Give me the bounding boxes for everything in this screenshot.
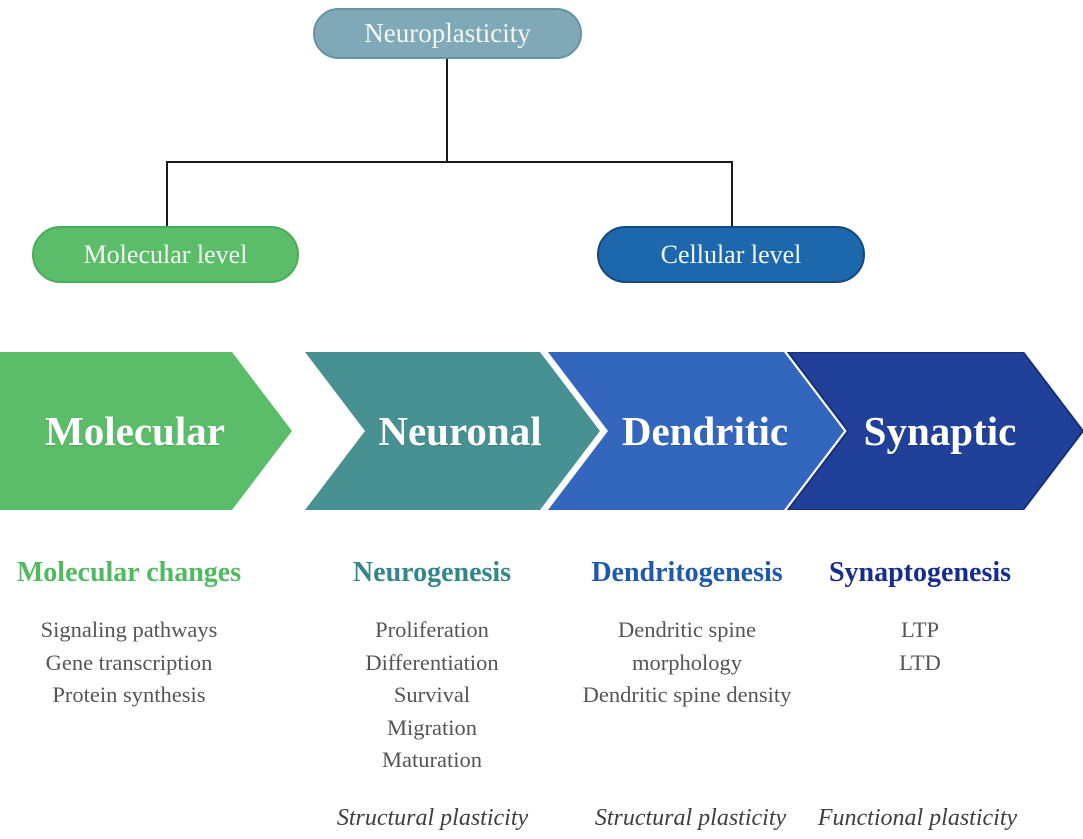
column-items: Signaling pathways Gene transcription Pr… — [0, 614, 258, 712]
column-heading: Synaptogenesis — [828, 557, 1012, 588]
column-dendritogenesis: Dendritogenesis Dendritic spine morpholo… — [565, 556, 809, 712]
process-arrow-band — [0, 352, 1083, 510]
column-heading: Molecular changes — [16, 557, 242, 588]
connector-root-vertical — [446, 59, 448, 163]
node-cellular-level-label: Cellular level — [660, 239, 802, 269]
column-items: Proliferation Differentiation Survival M… — [308, 614, 556, 777]
arrow-shape-synaptic — [786, 352, 1083, 510]
footer-structural-plasticity-neuronal: Structural plasticity — [336, 805, 529, 831]
node-neuroplasticity: Neuroplasticity — [313, 8, 582, 59]
list-item: Dendritic spine density — [582, 682, 792, 707]
list-item: Migration — [387, 714, 477, 740]
arrow-shape-neuronal — [305, 352, 600, 510]
list-item: Survival — [393, 682, 471, 707]
connector-left-vertical — [166, 161, 168, 227]
column-synaptogenesis: Synaptogenesis LTP LTD — [800, 556, 1040, 679]
list-item: Maturation — [382, 747, 482, 772]
list-item: Signaling pathways — [40, 617, 218, 642]
node-neuroplasticity-label: Neuroplasticity — [364, 18, 531, 48]
connector-right-vertical — [731, 161, 733, 227]
footer-structural-plasticity-dendritic: Structural plasticity — [594, 805, 787, 831]
list-item: Dendritic spine morphology — [617, 617, 757, 675]
list-item: LTP — [901, 617, 939, 642]
list-item: Gene transcription — [45, 649, 213, 675]
list-item: LTD — [899, 649, 941, 675]
list-item: Differentiation — [365, 649, 499, 675]
column-neurogenesis: Neurogenesis Proliferation Differentiati… — [308, 556, 556, 777]
column-heading: Neurogenesis — [352, 557, 512, 588]
column-molecular-changes: Molecular changes Signaling pathways Gen… — [0, 556, 258, 712]
column-heading: Dendritogenesis — [591, 557, 783, 588]
node-molecular-level: Molecular level — [32, 226, 299, 283]
list-item: Protein synthesis — [52, 682, 206, 707]
node-cellular-level: Cellular level — [597, 226, 865, 283]
arrow-shape-dendritic — [548, 352, 844, 510]
footer-functional-plasticity-synaptic: Functional plasticity — [817, 805, 1018, 831]
connector-horizontal — [166, 161, 733, 163]
column-items: Dendritic spine morphology Dendritic spi… — [581, 614, 793, 712]
column-items: LTP LTD — [800, 614, 1040, 679]
node-molecular-level-label: Molecular level — [83, 239, 248, 269]
list-item: Proliferation — [375, 617, 489, 642]
arrow-shape-molecular — [0, 352, 292, 510]
